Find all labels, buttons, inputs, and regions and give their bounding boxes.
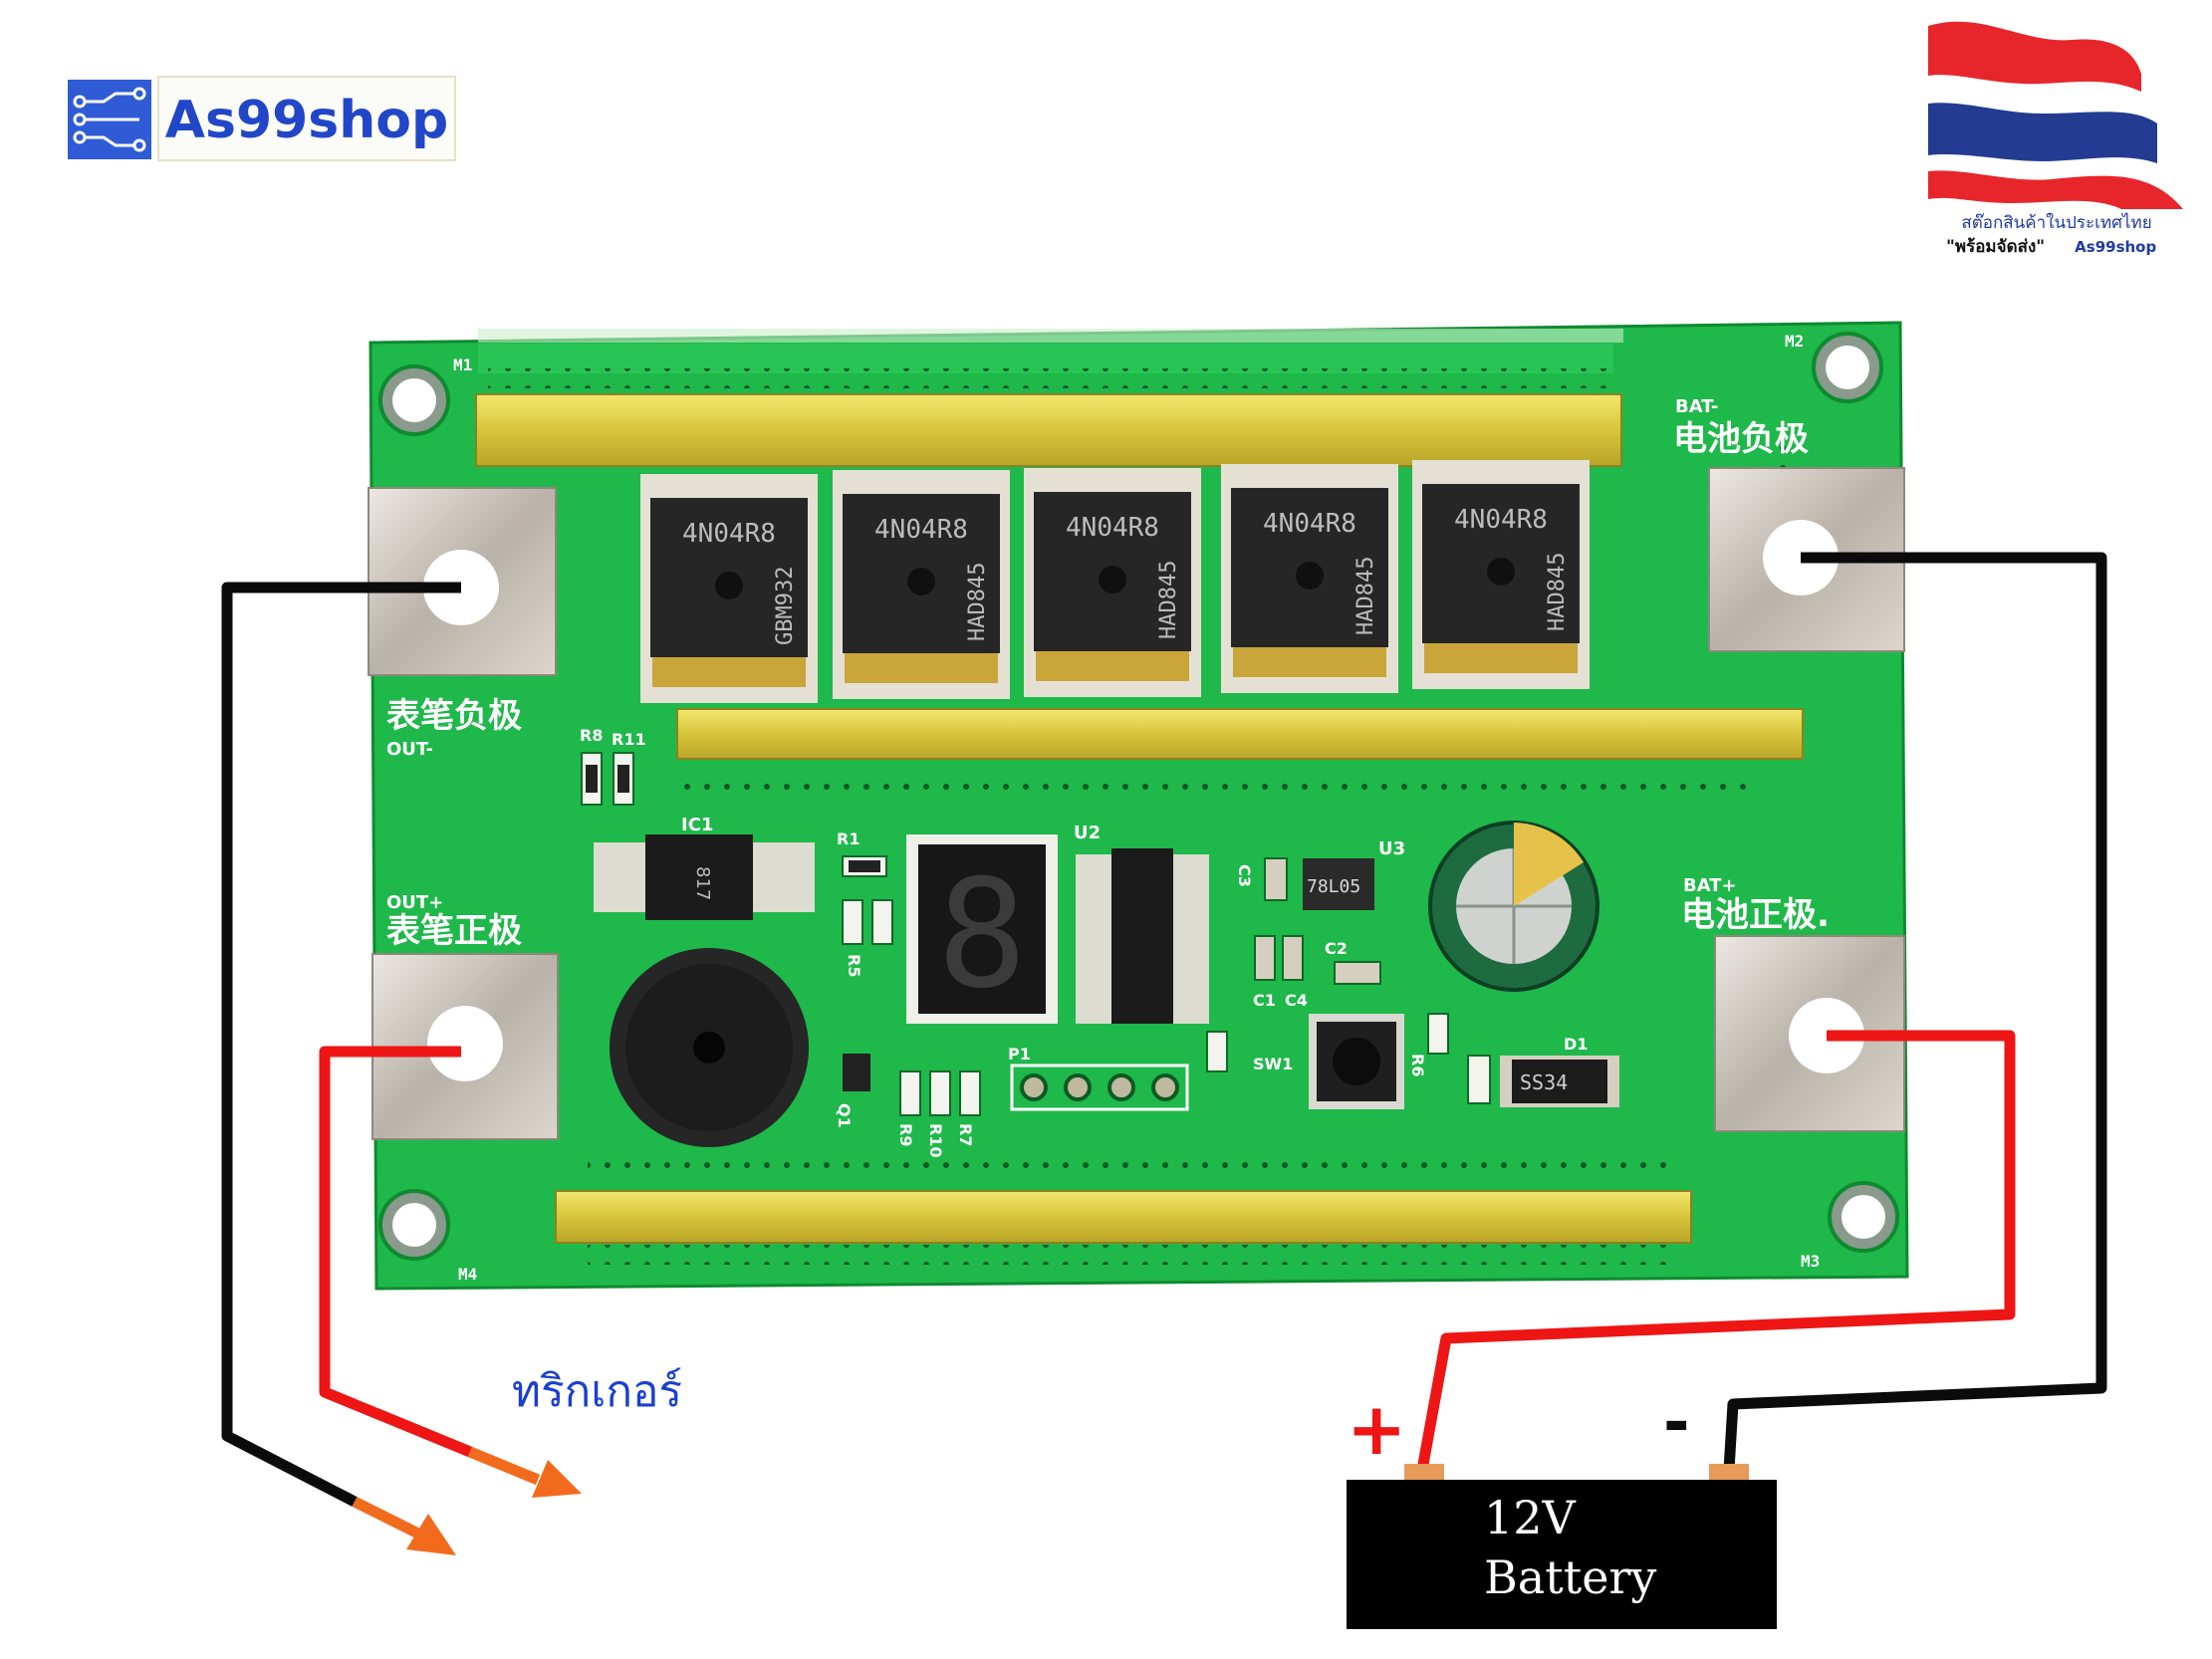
wire-bat-pos bbox=[1416, 1030, 2016, 1471]
silk-r1: R1 bbox=[837, 830, 860, 848]
battery: 12V Battery + - bbox=[1347, 1386, 1777, 1629]
silk-d1: D1 bbox=[1564, 1035, 1588, 1054]
mosfet-row: 4N04R8 GBM932 4N04R8 HAD845 4N04R8 HAD84… bbox=[640, 460, 1590, 703]
mounting-holes: M1 M2 M3 M4 bbox=[378, 332, 1899, 1284]
mosfet-4-lot: HAD845 bbox=[1353, 557, 1378, 635]
battery-name: Battery bbox=[1484, 1550, 1656, 1604]
mosfet: 4N04R8 GBM932 bbox=[640, 474, 818, 703]
mosfet-5-lot: HAD845 bbox=[1545, 553, 1570, 631]
thai-flag-icon bbox=[1928, 21, 2183, 209]
mosfet: 4N04R8 HAD845 bbox=[833, 470, 1010, 699]
circuit-icon bbox=[68, 80, 151, 159]
battery-voltage: 12V bbox=[1484, 1491, 1577, 1544]
trigger-arrow-red bbox=[467, 1446, 541, 1486]
battery-body bbox=[1347, 1480, 1777, 1629]
label-m2: M2 bbox=[1785, 332, 1804, 351]
silk-opto: 817 bbox=[692, 866, 713, 900]
battery-terminal-pos bbox=[1404, 1464, 1444, 1482]
label-m4: M4 bbox=[458, 1265, 477, 1284]
mosfet: 4N04R8 HAD845 bbox=[1221, 464, 1398, 693]
silk-c3: C3 bbox=[1235, 864, 1254, 887]
mosfet-1-part: 4N04R8 bbox=[682, 519, 776, 549]
label-m1: M1 bbox=[453, 356, 472, 374]
stock-badge: สต๊อกสินค้าในประเทศไทย "พร้อมจัดส่ง" As99… bbox=[1922, 14, 2191, 263]
brand-logo: As99shop bbox=[68, 76, 458, 163]
mosfet-3-part: 4N04R8 bbox=[1066, 513, 1159, 543]
silk-r5: R5 bbox=[845, 954, 863, 977]
stock-brand: As99shop bbox=[2075, 238, 2157, 256]
mosfet-4-part: 4N04R8 bbox=[1263, 509, 1356, 539]
label-bat-neg-code: BAT- bbox=[1675, 396, 1718, 417]
wire-bat-neg bbox=[1723, 552, 2107, 1471]
silk-reg: 78L05 bbox=[1307, 876, 1360, 897]
mosfet-5-part: 4N04R8 bbox=[1454, 505, 1548, 535]
label-out-neg-cn: 表笔负极 bbox=[386, 696, 522, 736]
label-bat-pos-code: BAT+ bbox=[1683, 875, 1737, 896]
header-p1 bbox=[1010, 1064, 1189, 1111]
stock-line2: "พร้อมจัดส่ง" As99shop bbox=[1922, 233, 2191, 260]
battery-minus-sign: - bbox=[1663, 1386, 1690, 1460]
board-labels: BAT- 电池负极 BAT+ 电池正极. 表笔负极 OUT- OUT+ 表笔正极 bbox=[386, 396, 1830, 951]
trigger-arrow-black bbox=[352, 1497, 421, 1539]
wire-out-pos bbox=[319, 1046, 473, 1458]
silk-ic1: IC1 bbox=[681, 815, 713, 835]
display-digit: 8 bbox=[937, 848, 1027, 1022]
silk-c4: C4 bbox=[1285, 991, 1308, 1010]
control-section: R8 R11 IC1 817 R1 R5 8 U2 C3 U3 78L05 bbox=[580, 726, 1619, 1158]
silk-r9: R9 bbox=[896, 1123, 915, 1146]
label-out-pos-code: OUT+ bbox=[386, 892, 443, 913]
battery-terminal-neg bbox=[1709, 1464, 1749, 1482]
silk-r6: R6 bbox=[1408, 1054, 1427, 1076]
brand-name: As99shop bbox=[157, 76, 456, 161]
silk-p1: P1 bbox=[1008, 1045, 1031, 1064]
silk-u2: U2 bbox=[1074, 823, 1101, 843]
label-out-pos-cn: 表笔正极 bbox=[386, 911, 522, 951]
wires bbox=[221, 552, 2107, 1507]
silk-c2: C2 bbox=[1325, 939, 1348, 958]
trigger-label: ทริกเกอร์ bbox=[512, 1366, 682, 1417]
silk-diode: SS34 bbox=[1520, 1070, 1568, 1094]
silk-r7: R7 bbox=[956, 1123, 975, 1146]
silk-r8: R8 bbox=[580, 726, 603, 745]
label-m3: M3 bbox=[1801, 1252, 1820, 1271]
silk-c1: C1 bbox=[1253, 991, 1276, 1010]
mosfet-1-lot: GBM932 bbox=[773, 567, 798, 645]
mosfet: 4N04R8 HAD845 bbox=[1024, 468, 1201, 697]
silk-u3: U3 bbox=[1378, 838, 1405, 859]
battery-plus-sign: + bbox=[1347, 1387, 1406, 1471]
silk-r10: R10 bbox=[926, 1123, 945, 1158]
stock-line2-text: "พร้อมจัดส่ง" bbox=[1946, 237, 2046, 257]
stock-line1: สต๊อกสินค้าในประเทศไทย bbox=[1961, 213, 2152, 233]
mosfet-3-lot: HAD845 bbox=[1156, 561, 1181, 639]
silk-r11: R11 bbox=[612, 730, 646, 749]
label-bat-pos-cn: 电池正极. bbox=[1681, 895, 1830, 935]
label-out-neg-code: OUT- bbox=[386, 739, 433, 760]
silk-sw1: SW1 bbox=[1253, 1055, 1293, 1073]
label-bat-neg-cn: 电池负极 bbox=[1673, 419, 1809, 459]
mosfet: 4N04R8 HAD845 bbox=[1412, 460, 1590, 689]
trigger-arrows: ทริกเกอร์ bbox=[352, 1366, 682, 1555]
mosfet-2-lot: HAD845 bbox=[965, 563, 990, 641]
silk-q1: Q1 bbox=[835, 1103, 854, 1128]
mosfet-2-part: 4N04R8 bbox=[874, 515, 968, 545]
wire-out-neg bbox=[221, 582, 461, 1507]
